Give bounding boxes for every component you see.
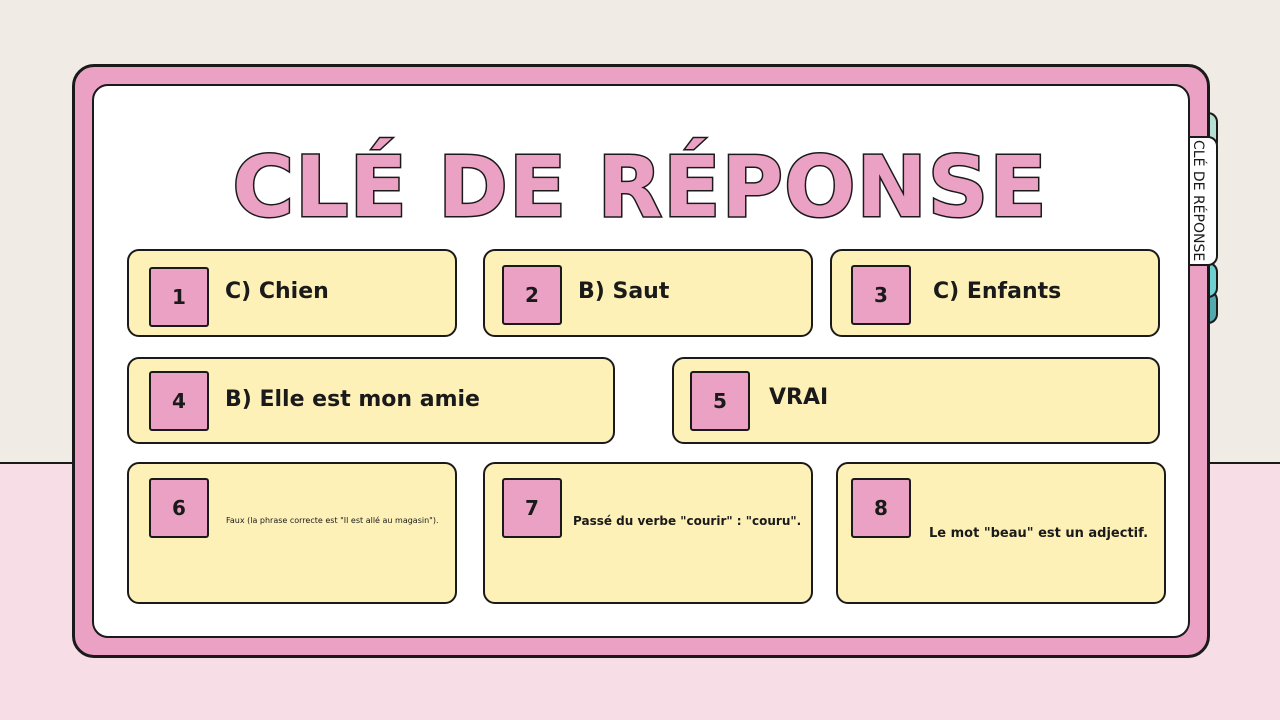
answer-number: 8 [851,478,911,538]
answer-text: C) Chien [225,279,329,304]
answer-number: 3 [851,265,911,325]
answer-card-1: 1 C) Chien [127,249,457,337]
answer-card-7: 7 Passé du verbe "courir" : "couru". [483,462,813,604]
answer-text: Passé du verbe "courir" : "couru". [573,514,802,528]
answer-number: 5 [690,371,750,431]
answer-number: 4 [149,371,209,431]
answer-number: 1 [149,267,209,327]
page-title: CLÉ DE RÉPONSE [231,137,1048,238]
answer-card-4: 4 B) Elle est mon amie [127,357,615,444]
answer-number: 2 [502,265,562,325]
side-tab-label: CLÉ DE RÉPONSE [1190,140,1206,262]
answer-text: Faux (la phrase correcte est "Il est all… [226,516,439,525]
answer-card-2: 2 B) Saut [483,249,813,337]
answer-text: B) Saut [578,279,670,304]
answer-card-5: 5 VRAI [672,357,1160,444]
answer-text: VRAI [769,385,829,410]
answer-text: B) Elle est mon amie [225,387,480,412]
answer-text: Le mot "beau" est un adjectif. [929,526,1149,541]
answer-text: C) Enfants [933,279,1062,304]
answer-card-3: 3 C) Enfants [830,249,1160,337]
answer-number: 6 [149,478,209,538]
answer-card-8: 8 Le mot "beau" est un adjectif. [836,462,1166,604]
answer-number: 7 [502,478,562,538]
answer-card-6: 6 Faux (la phrase correcte est "Il est a… [127,462,457,604]
